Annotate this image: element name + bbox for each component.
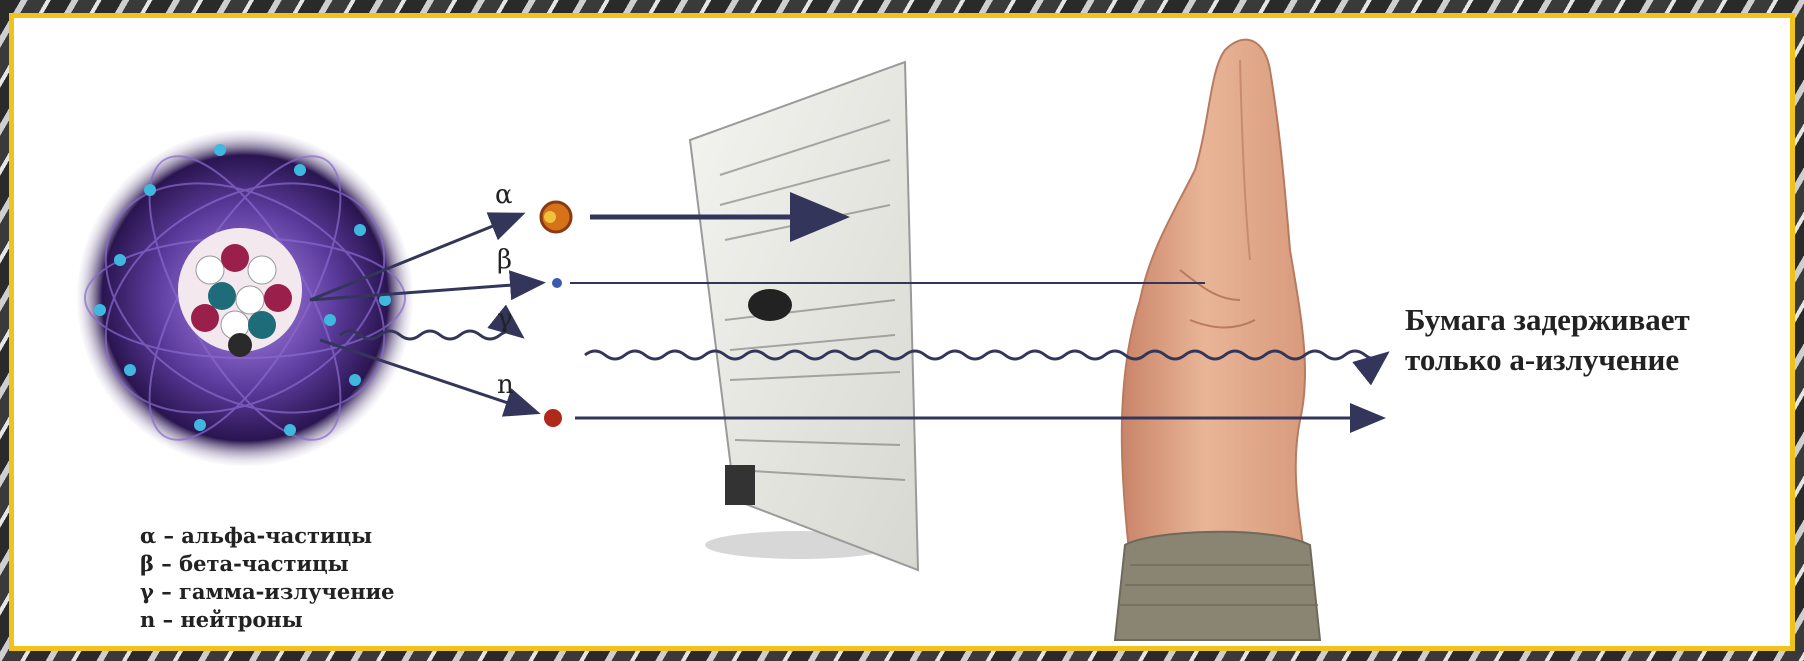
alpha-label: α (495, 180, 513, 210)
particles (541, 202, 571, 427)
legend: α – альфа-частицы β – бета-частицы γ – г… (140, 522, 395, 634)
caption-line-1: Бумага задерживает (1405, 300, 1690, 340)
caption-line-2: только а-излучение (1405, 340, 1690, 380)
neutron-particle (544, 409, 562, 427)
hand-illustration (1115, 40, 1320, 640)
beta-particle (552, 278, 562, 288)
paper-sheet (690, 0, 918, 570)
atom-illustration (65, 129, 425, 466)
neutron-label: n (497, 370, 514, 400)
gamma-label: γ (497, 304, 513, 334)
legend-item-neutron: n – нейтроны (140, 606, 395, 634)
caption: Бумага задерживает только а-излучение (1405, 300, 1690, 380)
legend-item-alpha: α – альфа-частицы (140, 522, 395, 550)
beta-label: β (497, 245, 512, 275)
legend-item-gamma: γ – гамма-излучение (140, 578, 395, 606)
legend-item-beta: β – бета-частицы (140, 550, 395, 578)
